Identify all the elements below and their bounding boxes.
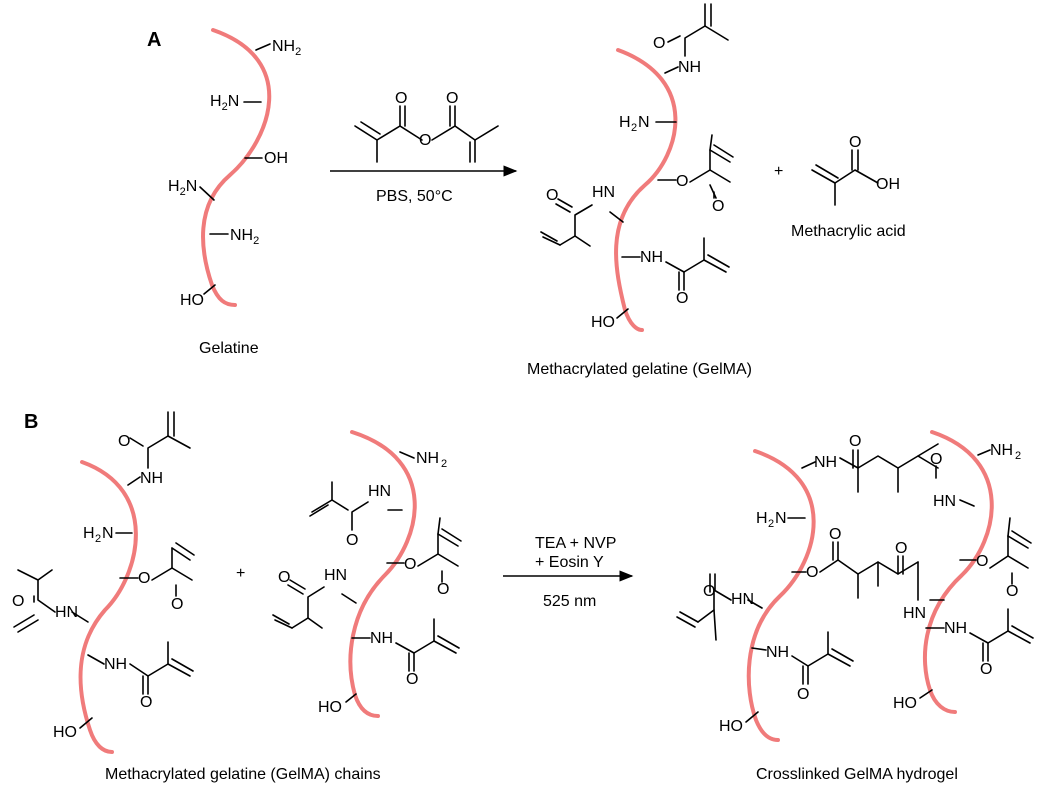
svg-text:HO: HO: [893, 695, 917, 712]
svg-text:2: 2: [441, 458, 447, 470]
svg-text:O: O: [138, 570, 150, 587]
svg-text:NH: NH: [990, 442, 1013, 459]
svg-text:O: O: [849, 433, 861, 450]
svg-text:HN: HN: [368, 483, 391, 500]
svg-text:O: O: [849, 134, 861, 151]
svg-text:HO: HO: [719, 718, 743, 735]
panel-b-label: B: [24, 411, 38, 433]
svg-text:O: O: [404, 556, 416, 573]
gelatine-chain: [201, 28, 272, 307]
svg-text:NH: NH: [104, 656, 127, 673]
svg-text:O: O: [676, 290, 688, 307]
svg-text:2: 2: [1015, 450, 1021, 462]
svg-text:OH: OH: [876, 176, 900, 193]
svg-text:O: O: [278, 569, 290, 586]
svg-text:O: O: [797, 686, 809, 703]
svg-text:O: O: [419, 132, 431, 149]
plus-a: +: [774, 163, 783, 180]
svg-text:O: O: [140, 694, 152, 711]
gelatine-nh2-bottom: NH2: [230, 227, 259, 247]
svg-text:O: O: [895, 540, 907, 557]
gelma-caption: Methacrylated gelatine (GelMA): [527, 361, 752, 378]
svg-text:H: H: [756, 510, 768, 527]
svg-text:HO: HO: [591, 314, 615, 331]
methacrylic-acid: O OH: [811, 134, 900, 206]
svg-text:NH: NH: [640, 249, 663, 266]
gelma-chain-a: [614, 48, 678, 332]
gelatine-molecule: NH2 H2N OH H2N NH2 HO: [168, 28, 301, 309]
svg-text:O: O: [703, 583, 715, 600]
svg-text:HN: HN: [933, 493, 956, 510]
svg-text:NH: NH: [678, 59, 701, 76]
gelatine-oh: OH: [264, 150, 288, 167]
svg-text:2: 2: [95, 533, 101, 545]
gelatine-ho: HO: [180, 292, 204, 309]
svg-text:O: O: [546, 187, 558, 204]
hydrogel-chain-left: [746, 449, 816, 742]
svg-text:N: N: [102, 525, 114, 542]
svg-text:O: O: [712, 198, 724, 215]
plus-b: +: [236, 565, 245, 582]
gelatine-caption: Gelatine: [199, 340, 259, 357]
svg-text:2: 2: [631, 122, 637, 134]
svg-text:O: O: [346, 532, 358, 549]
methacrylic-acid-caption: Methacrylic acid: [791, 223, 906, 240]
svg-text:O: O: [446, 90, 458, 107]
svg-text:NH: NH: [370, 630, 393, 647]
svg-text:NH: NH: [140, 470, 163, 487]
conditions-b-line2: + Eosin Y: [535, 554, 604, 571]
svg-text:O: O: [406, 671, 418, 688]
svg-text:NH: NH: [944, 620, 967, 637]
gelatine-nh2-top: NH2: [272, 38, 301, 58]
svg-text:N: N: [638, 114, 650, 131]
svg-text:O: O: [12, 593, 24, 610]
svg-text:HN: HN: [903, 605, 926, 622]
svg-text:O: O: [829, 526, 841, 543]
svg-text:NH: NH: [814, 454, 837, 471]
svg-text:N: N: [775, 510, 787, 527]
svg-text:NH: NH: [416, 450, 439, 467]
svg-text:HN: HN: [55, 604, 78, 621]
svg-text:O: O: [980, 661, 992, 678]
svg-text:O: O: [395, 90, 407, 107]
wavelength-label: 525 nm: [543, 593, 596, 610]
gelatine-h2n-2: H2N: [168, 178, 197, 198]
svg-text:O: O: [118, 433, 130, 450]
svg-text:O: O: [930, 451, 942, 468]
svg-text:O: O: [676, 173, 688, 190]
conditions-a: PBS, 50°C: [376, 188, 453, 205]
svg-text:NH: NH: [766, 644, 789, 661]
conditions-b-line1: TEA + NVP: [535, 535, 616, 552]
svg-text:O: O: [437, 581, 449, 598]
svg-text:HN: HN: [324, 567, 347, 584]
svg-text:O: O: [976, 553, 988, 570]
svg-text:HN: HN: [731, 591, 754, 608]
methacrylic-anhydride: O O O: [354, 90, 499, 163]
svg-text:O: O: [171, 596, 183, 613]
panel-a-label: A: [147, 29, 161, 51]
svg-text:H: H: [83, 525, 95, 542]
svg-text:O: O: [806, 564, 818, 581]
chains-caption: Methacrylated gelatine (GelMA) chains: [105, 766, 381, 783]
gelatine-h2n-1: H2N: [210, 93, 239, 113]
svg-text:HO: HO: [318, 699, 342, 716]
svg-text:2: 2: [768, 518, 774, 530]
svg-text:HN: HN: [592, 184, 615, 201]
svg-text:O: O: [653, 35, 665, 52]
svg-text:HO: HO: [53, 724, 77, 741]
svg-text:H: H: [619, 114, 631, 131]
hydrogel-caption: Crosslinked GelMA hydrogel: [756, 766, 958, 783]
svg-text:O: O: [1006, 583, 1018, 600]
